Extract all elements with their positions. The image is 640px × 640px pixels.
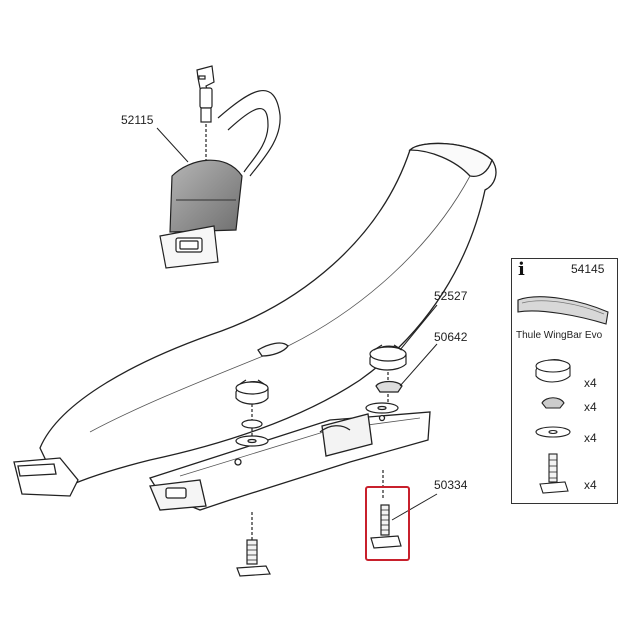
kit-bar-name: Thule WingBar Evo <box>516 330 603 341</box>
kit-saddle-washer-icon <box>541 397 565 409</box>
kit-qty-saddle-washer: x4 <box>584 400 597 414</box>
right-hardware-stack <box>365 344 407 549</box>
kit-tbolt-icon <box>539 453 569 494</box>
knob-left <box>235 379 269 405</box>
wingbar-icon <box>517 296 609 325</box>
part-label-washer: 50642 <box>434 330 468 344</box>
kit-washer-icon <box>535 426 571 438</box>
kit-knob-icon <box>535 359 571 383</box>
kit-contents <box>517 296 609 494</box>
kit-qty-tbolt: x4 <box>584 478 597 492</box>
kit-qty-washer: x4 <box>584 431 597 445</box>
kit-qty-knob: x4 <box>584 376 597 390</box>
tbolt-highlighted <box>370 504 402 549</box>
highlighted-part-box <box>365 486 410 561</box>
info-icon: i <box>518 259 525 280</box>
knob-right <box>369 344 407 371</box>
left-hardware-stack <box>235 379 271 577</box>
leader-lines <box>156 127 438 521</box>
part-label-tbolt: 50334 <box>434 478 468 492</box>
kit-number: 54145 <box>571 262 605 276</box>
kit-info-panel <box>511 258 618 504</box>
part-label-lock: 52115 <box>121 113 154 127</box>
tbolt-bottom <box>236 539 271 577</box>
foot-arm <box>13 142 497 511</box>
lock-cylinder-assembly <box>159 65 281 269</box>
part-label-knob: 52527 <box>434 289 468 303</box>
